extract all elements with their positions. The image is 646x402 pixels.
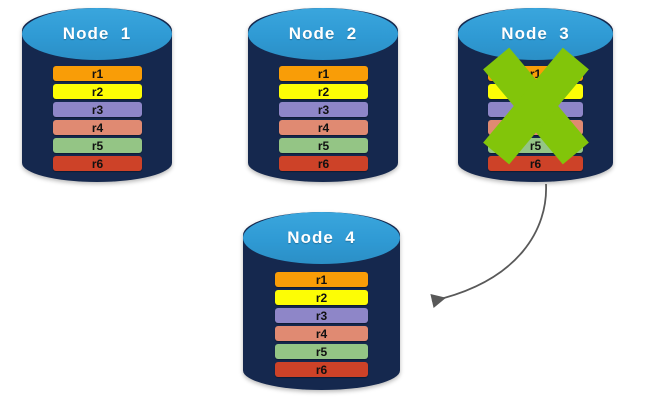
- node-3-rows: r1 r2 r3 r4 r5 r6: [488, 66, 583, 171]
- row-label: r4: [529, 120, 542, 135]
- row-label: r6: [317, 156, 330, 171]
- row-label: r2: [317, 84, 330, 99]
- row-label: r1: [529, 66, 542, 81]
- node-4-row-r2[interactable]: r2: [275, 290, 368, 305]
- row-label: r5: [315, 344, 328, 359]
- node-4-row-r4[interactable]: r4: [275, 326, 368, 341]
- node-2-cylinder-top: Node 2: [248, 8, 398, 60]
- node-1-cylinder-top: Node 1: [22, 8, 172, 60]
- row-label: r4: [315, 326, 328, 341]
- row-label: r6: [529, 156, 542, 171]
- node-1-rows: r1 r2 r3 r4 r5 r6: [53, 66, 142, 171]
- node-1-row-r5[interactable]: r5: [53, 138, 142, 153]
- row-label: r6: [91, 156, 104, 171]
- row-label: r5: [91, 138, 104, 153]
- row-label: r3: [91, 102, 104, 117]
- node-3-cylinder-top: Node 3: [458, 8, 613, 60]
- node-4-label: Node 4: [287, 228, 356, 247]
- node-3-label: Node 3: [501, 24, 570, 43]
- row-label: r3: [529, 102, 542, 117]
- row-label: r4: [91, 120, 104, 135]
- node-4-row-r1[interactable]: r1: [275, 272, 368, 287]
- row-label: r4: [317, 120, 330, 135]
- node-2-label: Node 2: [288, 24, 358, 43]
- row-label: r3: [315, 308, 328, 323]
- node-1-row-r2[interactable]: r2: [53, 84, 142, 99]
- row-label: r5: [317, 138, 330, 153]
- arrow-path: [430, 183, 547, 309]
- row-label: r2: [91, 84, 104, 99]
- node-1-row-r4[interactable]: r4: [53, 120, 142, 135]
- row-label: r1: [315, 272, 328, 287]
- node-3-row-r1[interactable]: r1: [488, 66, 583, 81]
- node-1-row-r6[interactable]: r6: [53, 156, 142, 171]
- node-2-row-r1[interactable]: r1: [279, 66, 368, 81]
- row-label: r1: [317, 66, 330, 81]
- node-4-row-r5[interactable]: r5: [275, 344, 368, 359]
- node-2-row-r5[interactable]: r5: [279, 138, 368, 153]
- node-1-label: Node 1: [62, 24, 132, 43]
- node-3-row-r5[interactable]: r5: [488, 138, 583, 153]
- node-4-row-r6[interactable]: r6: [275, 362, 368, 377]
- node-3-row-r3[interactable]: r3: [488, 102, 583, 117]
- row-label: r1: [91, 66, 104, 81]
- row-label: r6: [315, 362, 328, 377]
- row-label: r2: [315, 290, 328, 305]
- node-4-rows: r1 r2 r3 r4 r5 r6: [275, 272, 368, 377]
- row-label: r3: [317, 102, 330, 117]
- node-2-row-r6[interactable]: r6: [279, 156, 368, 171]
- node-4[interactable]: Node 4 r1 r2 r3 r4 r5 r6: [243, 212, 400, 390]
- node-3-row-r2[interactable]: r2: [488, 84, 583, 99]
- node-1[interactable]: Node 1 r1 r2 r3 r4 r5 r6: [22, 8, 172, 182]
- node-1-row-r1[interactable]: r1: [53, 66, 142, 81]
- row-label: r2: [529, 84, 542, 99]
- node-4-cylinder-top: Node 4: [243, 212, 400, 264]
- node-2-row-r3[interactable]: r3: [279, 102, 368, 117]
- node-3-row-r6[interactable]: r6: [488, 156, 583, 171]
- node-2-row-r4[interactable]: r4: [279, 120, 368, 135]
- node-3[interactable]: Node 3 r1 r2 r3 r4 r5 r6: [458, 8, 613, 182]
- node-2-rows: r1 r2 r3 r4 r5 r6: [279, 66, 368, 171]
- node-1-row-r3[interactable]: r3: [53, 102, 142, 117]
- node-3-row-r4[interactable]: r4: [488, 120, 583, 135]
- node-2-row-r2[interactable]: r2: [279, 84, 368, 99]
- node-2[interactable]: Node 2 r1 r2 r3 r4 r5 r6: [248, 8, 398, 182]
- node-4-row-r3[interactable]: r3: [275, 308, 368, 323]
- row-label: r5: [529, 138, 542, 153]
